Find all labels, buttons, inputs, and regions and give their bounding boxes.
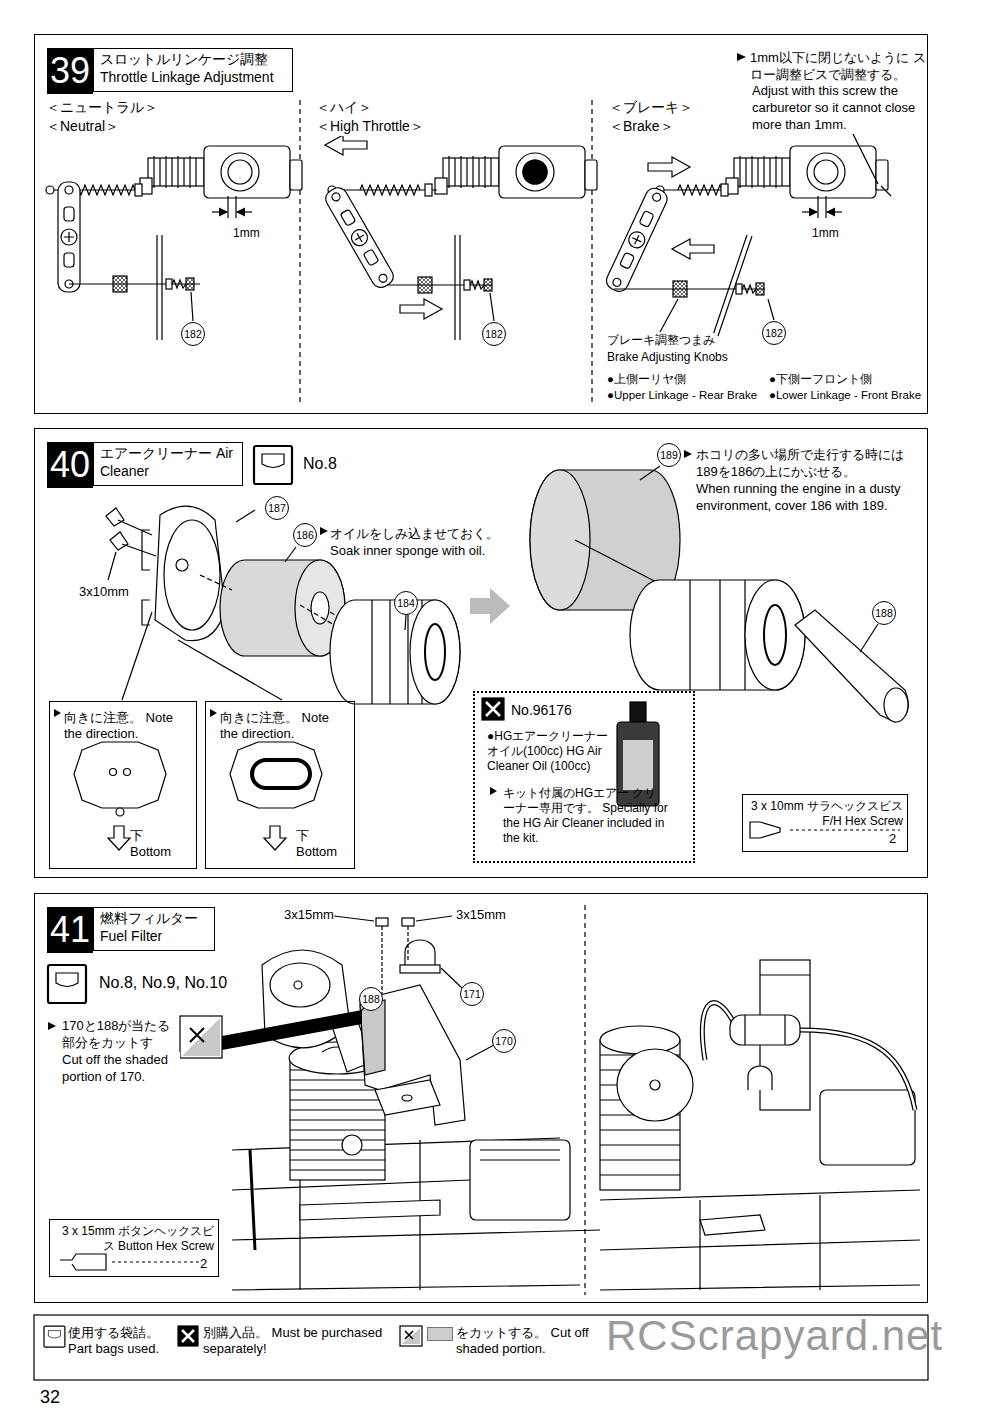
callout-number: 170 — [492, 1029, 516, 1053]
part-name: ブレーキ調整つまみ — [607, 333, 715, 348]
step-number: 41 — [47, 907, 93, 953]
part-bag-box: No.8, No.9, No.10 — [49, 961, 249, 1007]
note-text: ●上側ーリヤ側 — [607, 372, 686, 386]
callout-number: 182 — [181, 322, 205, 346]
page-legend-icons — [34, 446, 928, 1380]
legend-swatch — [427, 1327, 453, 1341]
view-title: ＜Brake＞ — [609, 118, 674, 136]
note-text: Cut off the shaded portion of 170. — [62, 1052, 180, 1086]
direction-label: 下 Bottom — [130, 828, 180, 861]
note-text: 向きに注意。 Note the direction. — [220, 710, 345, 743]
view-title: ＜Neutral＞ — [46, 118, 119, 136]
callout-number: 188 — [359, 987, 383, 1011]
step-number: 40 — [47, 442, 93, 488]
part-name: Brake Adjusting Knobs — [607, 350, 728, 365]
page-number: 32 — [40, 1386, 60, 1409]
view-title: ＜ニュートラル＞ — [46, 99, 158, 117]
note-text: 向きに注意。 Note the direction. — [64, 710, 189, 743]
note-text: Adjust with this screw the carburetor so… — [752, 83, 920, 134]
note-text: ●Upper Linkage - Rear Brake — [607, 388, 757, 402]
dimension-label: 3x10mm — [79, 584, 129, 601]
direction-label: 下 Bottom — [296, 828, 346, 861]
view-title: ＜High Throttle＞ — [316, 118, 424, 136]
screw-name: 3 x 10mm サラヘックスビス F/H Hex Screw — [749, 799, 903, 829]
view-title: ＜ブレーキ＞ — [609, 99, 693, 117]
callout-number: 182 — [482, 322, 506, 346]
step-title: エアークリーナー Air Cleaner — [93, 442, 243, 486]
callout-number: 188 — [872, 601, 896, 625]
note-text: キット付属のHGエアー クリーナー専用です。 Specially for the… — [503, 786, 668, 846]
note-text: ホコリの多い場所で走行する時には — [696, 447, 904, 464]
dimension-label: 3x15mm — [456, 907, 506, 924]
note-text: ●Lower Linkage - Front Brake — [769, 388, 921, 402]
dimension-label: 1mm — [812, 226, 839, 241]
quantity: 2 — [200, 1256, 207, 1272]
screw-count-box: 3 x 15mm ボタンヘックスビス Button Hex Screw 2 — [49, 1219, 219, 1277]
dimension-label: 1mm — [233, 226, 260, 241]
step-number: 39 — [47, 48, 93, 94]
callout-number: 182 — [762, 321, 786, 345]
view-title: ＜ハイ＞ — [316, 99, 372, 117]
bag-number: No.8 — [303, 454, 337, 474]
watermark: RCScrapyard.net — [606, 1310, 943, 1363]
note-text: 1mm以下に閉じないように スロー調整ビスで調整する。 — [750, 50, 926, 84]
step-title: スロットルリンケージ調整 Throttle Linkage Adjustment — [93, 48, 293, 92]
screw-count-box: 3 x 10mm サラヘックスビス F/H Hex Screw 2 — [742, 794, 908, 852]
fuel-filter-drawings — [48, 905, 920, 1295]
dimension-label: 3x15mm — [284, 907, 334, 924]
callout-number: 187 — [265, 496, 289, 520]
part-bag-box: No.8 — [255, 443, 365, 487]
accessory-box: No.96176 ●HGエアークリーナー オイル(100cc) HG Air Cl… — [473, 691, 695, 863]
legend-text: 使用する袋詰。 Part bags used. — [68, 1325, 168, 1358]
bag-number: No.8, No.9, No.10 — [99, 973, 227, 993]
callout-number: 186 — [293, 523, 317, 547]
step-panel: 41燃料フィルター Fuel FilterNo.8, No.9, No.10 3 … — [34, 893, 928, 1303]
note-text: ●下側ーフロント側 — [769, 372, 872, 386]
part-number: No.96176 — [511, 702, 572, 720]
note-text: オイルをしみ込ませておく。 — [330, 526, 499, 543]
note-box: 向きに注意。 Note the direction. 下 Bottom — [205, 701, 355, 869]
note-text: Soak inner sponge with oil. — [330, 543, 485, 560]
note-text: When running the engine in a dusty envir… — [696, 481, 921, 515]
step-title: 燃料フィルター Fuel Filter — [93, 907, 215, 951]
legend-text: 別購入品。 Must be purchased separately! — [203, 1325, 393, 1358]
callout-number: 189 — [657, 443, 681, 467]
callout-number: 171 — [460, 982, 484, 1006]
quantity: 2 — [889, 831, 896, 847]
legend-text: をカットする。 Cut off shaded portion. — [456, 1325, 606, 1358]
note-box: 向きに注意。 Note the direction. 下 Bottom — [49, 701, 197, 869]
accessory-name: ●HGエアークリーナー オイル(100cc) HG Air Cleaner Oi… — [487, 729, 612, 774]
callout-number: 184 — [394, 591, 418, 615]
screw-name: 3 x 15mm ボタンヘックスビス Button Hex Screw — [56, 1224, 214, 1254]
note-text: 189を186の上にかぶせる。 — [696, 464, 856, 481]
